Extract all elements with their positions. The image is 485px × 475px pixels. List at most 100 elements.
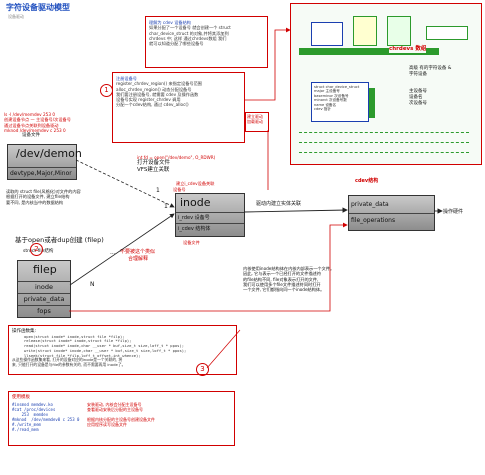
cdev-note-line: chrdevs 中; 这样 通过chrdevs数组 我们 (149, 35, 227, 41)
side-label-box: 建立驱动 加载驱动 (245, 112, 269, 132)
usage-comment: 查看驱动安装后分配的主设备号 (87, 407, 143, 412)
dev-node-fields: devtype,Major,Minor (8, 167, 76, 179)
filp-desc-line: 读取的 struct file(风格化)对文件的内容 (6, 189, 81, 194)
kernel-line: 内核使用inode结构体在内核内部表示一个文件。 (243, 266, 335, 271)
hardware-label: 操作硬件 (443, 209, 464, 215)
struct-line: name 设备名 (314, 102, 337, 107)
chrdevs-block (426, 26, 468, 40)
ops-pointer-line (206, 329, 241, 369)
vfs-line: VFS建立关联 (137, 167, 170, 174)
right-note: 主设备号 (409, 89, 427, 95)
icdev-link-label: 建立i_cdev设备关联 (176, 181, 215, 186)
usage-comment: 应用程序读写设备文件 (87, 422, 127, 427)
dev-node: /dev/demon devtype,Major,Minor (7, 144, 82, 180)
right-note: 高级 有的字符设备 & (409, 66, 452, 71)
side-label: 建立驱动 (247, 114, 263, 119)
struct-line: struct char_device_struct (314, 85, 360, 89)
cdev-note-box: 理解为 cdev 设备结构 如果分配了一个设备号 就会创建一个 struct c… (145, 16, 268, 68)
step-circle-2: 2 (30, 243, 43, 256)
inode-row: i_rdev 设备号 (176, 212, 244, 224)
right-notes: 高级 有的字符设备 & 字符设备 主设备号 设备名 次设备号 (409, 66, 451, 106)
right-note: 设备名 (409, 94, 423, 100)
step-circle-3: 3 (196, 363, 209, 376)
chrdevs-link-line (299, 142, 469, 143)
cdev-title: cdev结构 (355, 178, 379, 184)
dev-node-title: /dev/demon (16, 147, 82, 160)
register-to-chrdevs-line (245, 27, 291, 101)
ops-line: write(struct inode* inode,char __user * … (24, 347, 187, 353)
struct-bar (369, 88, 375, 118)
ops-line: llseek(struct file *filp,loff_t offset,i… (24, 352, 141, 358)
top-left-notes: ls -l /dev/memdev 253 0 创建设备节点 — 主设备号/次设… (4, 112, 99, 133)
right-note: 字符设备 (409, 71, 427, 77)
cdev-note-line: 如果分配了一个设备号 就会创建一个 struct (149, 25, 231, 31)
ops-line: 从这些操作函数集来看, 打开的设备对应的inode是一个关联的, 将 (12, 357, 123, 363)
usage-comments: 安装驱动, 内核会分配主设备号 查看驱动安装后分配的主设备号 根据内核分配的主设… (87, 402, 155, 432)
chrdevs-link-line (299, 132, 469, 133)
link-related: 合理解释 (128, 256, 149, 262)
cdev-row: private_data (351, 201, 389, 208)
side-label: 加载驱动 (247, 119, 263, 124)
register-line: 分配一个cdev结构, 通过 cdev_alloc() (116, 102, 189, 108)
page-title: 字符设备驱动模型 (6, 3, 70, 12)
ops-line: release(struct inode* inode,struct file … (24, 338, 132, 344)
register-box: 注册设备号 register_chrdev_region() 来指定设备号范围 … (112, 72, 245, 143)
filp-desc-line: 要不同, 是内核当中的数据结构 (6, 199, 64, 205)
open-call: int fd = open("/dev/demo", O_RDWR) 打开设备文… (137, 155, 215, 174)
cdev-row: file_operations (349, 213, 434, 228)
chrdevs-link-line (299, 152, 469, 153)
usage-cmd: 253 memdev (12, 412, 49, 417)
kernel-line: 的file结构不同, file对象表示打开的文件, (243, 276, 319, 282)
usage-comment: 根据内核分配的主设备号创建设备文件 (87, 417, 155, 422)
open-line: 打开设备文件 (137, 160, 171, 167)
link-one-b: 1 (164, 203, 168, 210)
chrdevs-block (353, 16, 377, 46)
cdev-note-line: 就可以知道分配了哪些设备号 (149, 41, 204, 46)
link-not-related: 不要被这个类似 (120, 249, 156, 255)
kernel-line: 我们可以使用多个file文件描述符同时打开 (243, 281, 321, 287)
kernel-line: 一个文件, 它们都指向同一个inode结构体。 (243, 287, 325, 292)
struct-line: major 主设备号 (314, 89, 340, 94)
ops-line: open(struct inode* inode,struct file *fi… (24, 333, 125, 339)
chrdevs-array (299, 48, 439, 55)
filp-row: inode (18, 281, 70, 293)
note-line: mknod /dev/memdev c 253 0 (4, 127, 66, 133)
register-line: 设备号实现 register_chrdev 调用 (116, 97, 181, 102)
filp-open-label: 基于open或者dup创建 (filep) (15, 236, 104, 244)
register-line: 注册设备号 (116, 76, 137, 81)
inode-to-cdev-line (243, 207, 348, 213)
usage-box: 使用模板 #insmod memdev.ko #cat /proc/device… (8, 391, 235, 446)
struct-line: cdev 指针 (314, 107, 331, 112)
chrdevs-block (387, 16, 411, 46)
register-line: 我们要注册设备号, 就需要 cdev 及操作函数 (116, 91, 199, 97)
struct-line: baseminor 次设备号 (314, 93, 349, 98)
link-n: N (90, 281, 95, 288)
filp-desc-line: 根据打开的设备文件, 建立file结构 (6, 194, 70, 200)
kernel-line: 因此, 它与表示一个已经打开的文件描述符 (243, 271, 322, 277)
link-one-a: 1 (156, 187, 160, 194)
note-line: 创建设备节点 — 主设备号/次设备号 (4, 117, 71, 123)
chrdevs-label: chrdevs 数组 (389, 46, 427, 53)
kernel-link-label: 驱动内建立实体关联 (256, 201, 302, 207)
step-circle-1: 1 (100, 84, 113, 97)
register-line: register_chrdev_region() 来指定设备号范围 (116, 81, 202, 87)
struct-line: minorct 次设备号数 (314, 98, 347, 103)
usage-commands: #insmod memdev.ko #cat /proc/devices 253… (12, 402, 79, 432)
filp-to-inode-line (69, 213, 175, 286)
inode-row: i_cdev 结构体 (176, 223, 244, 235)
usage-cmd: #cat /proc/devices (12, 407, 56, 412)
chrdevs-diagram: chrdevs 数组 struct char_device_struct maj… (290, 3, 482, 165)
cdev-note-line: char_device_struct 的对象,并将其添加到 (149, 30, 229, 36)
usage-cmd: #insmod memdev.ko (12, 402, 53, 407)
inode-label: 设备文件 (183, 240, 200, 245)
filp-node: filep inode private_data fops (17, 260, 71, 318)
filp-title: filep (33, 263, 57, 276)
struct-detail: struct char_device_struct major 主设备号 bas… (311, 82, 369, 122)
filp-row: fops (18, 305, 70, 317)
usage-cmd: #./write_mem (12, 422, 41, 427)
open-code: int fd = open("/dev/demo", O_RDWR) (137, 155, 216, 160)
ops-line: read(struct inode* inode,char __user * b… (24, 343, 185, 349)
chrdevs-block (311, 22, 343, 46)
usage-comment: 安装驱动, 内核会分配主设备号 (87, 402, 142, 407)
